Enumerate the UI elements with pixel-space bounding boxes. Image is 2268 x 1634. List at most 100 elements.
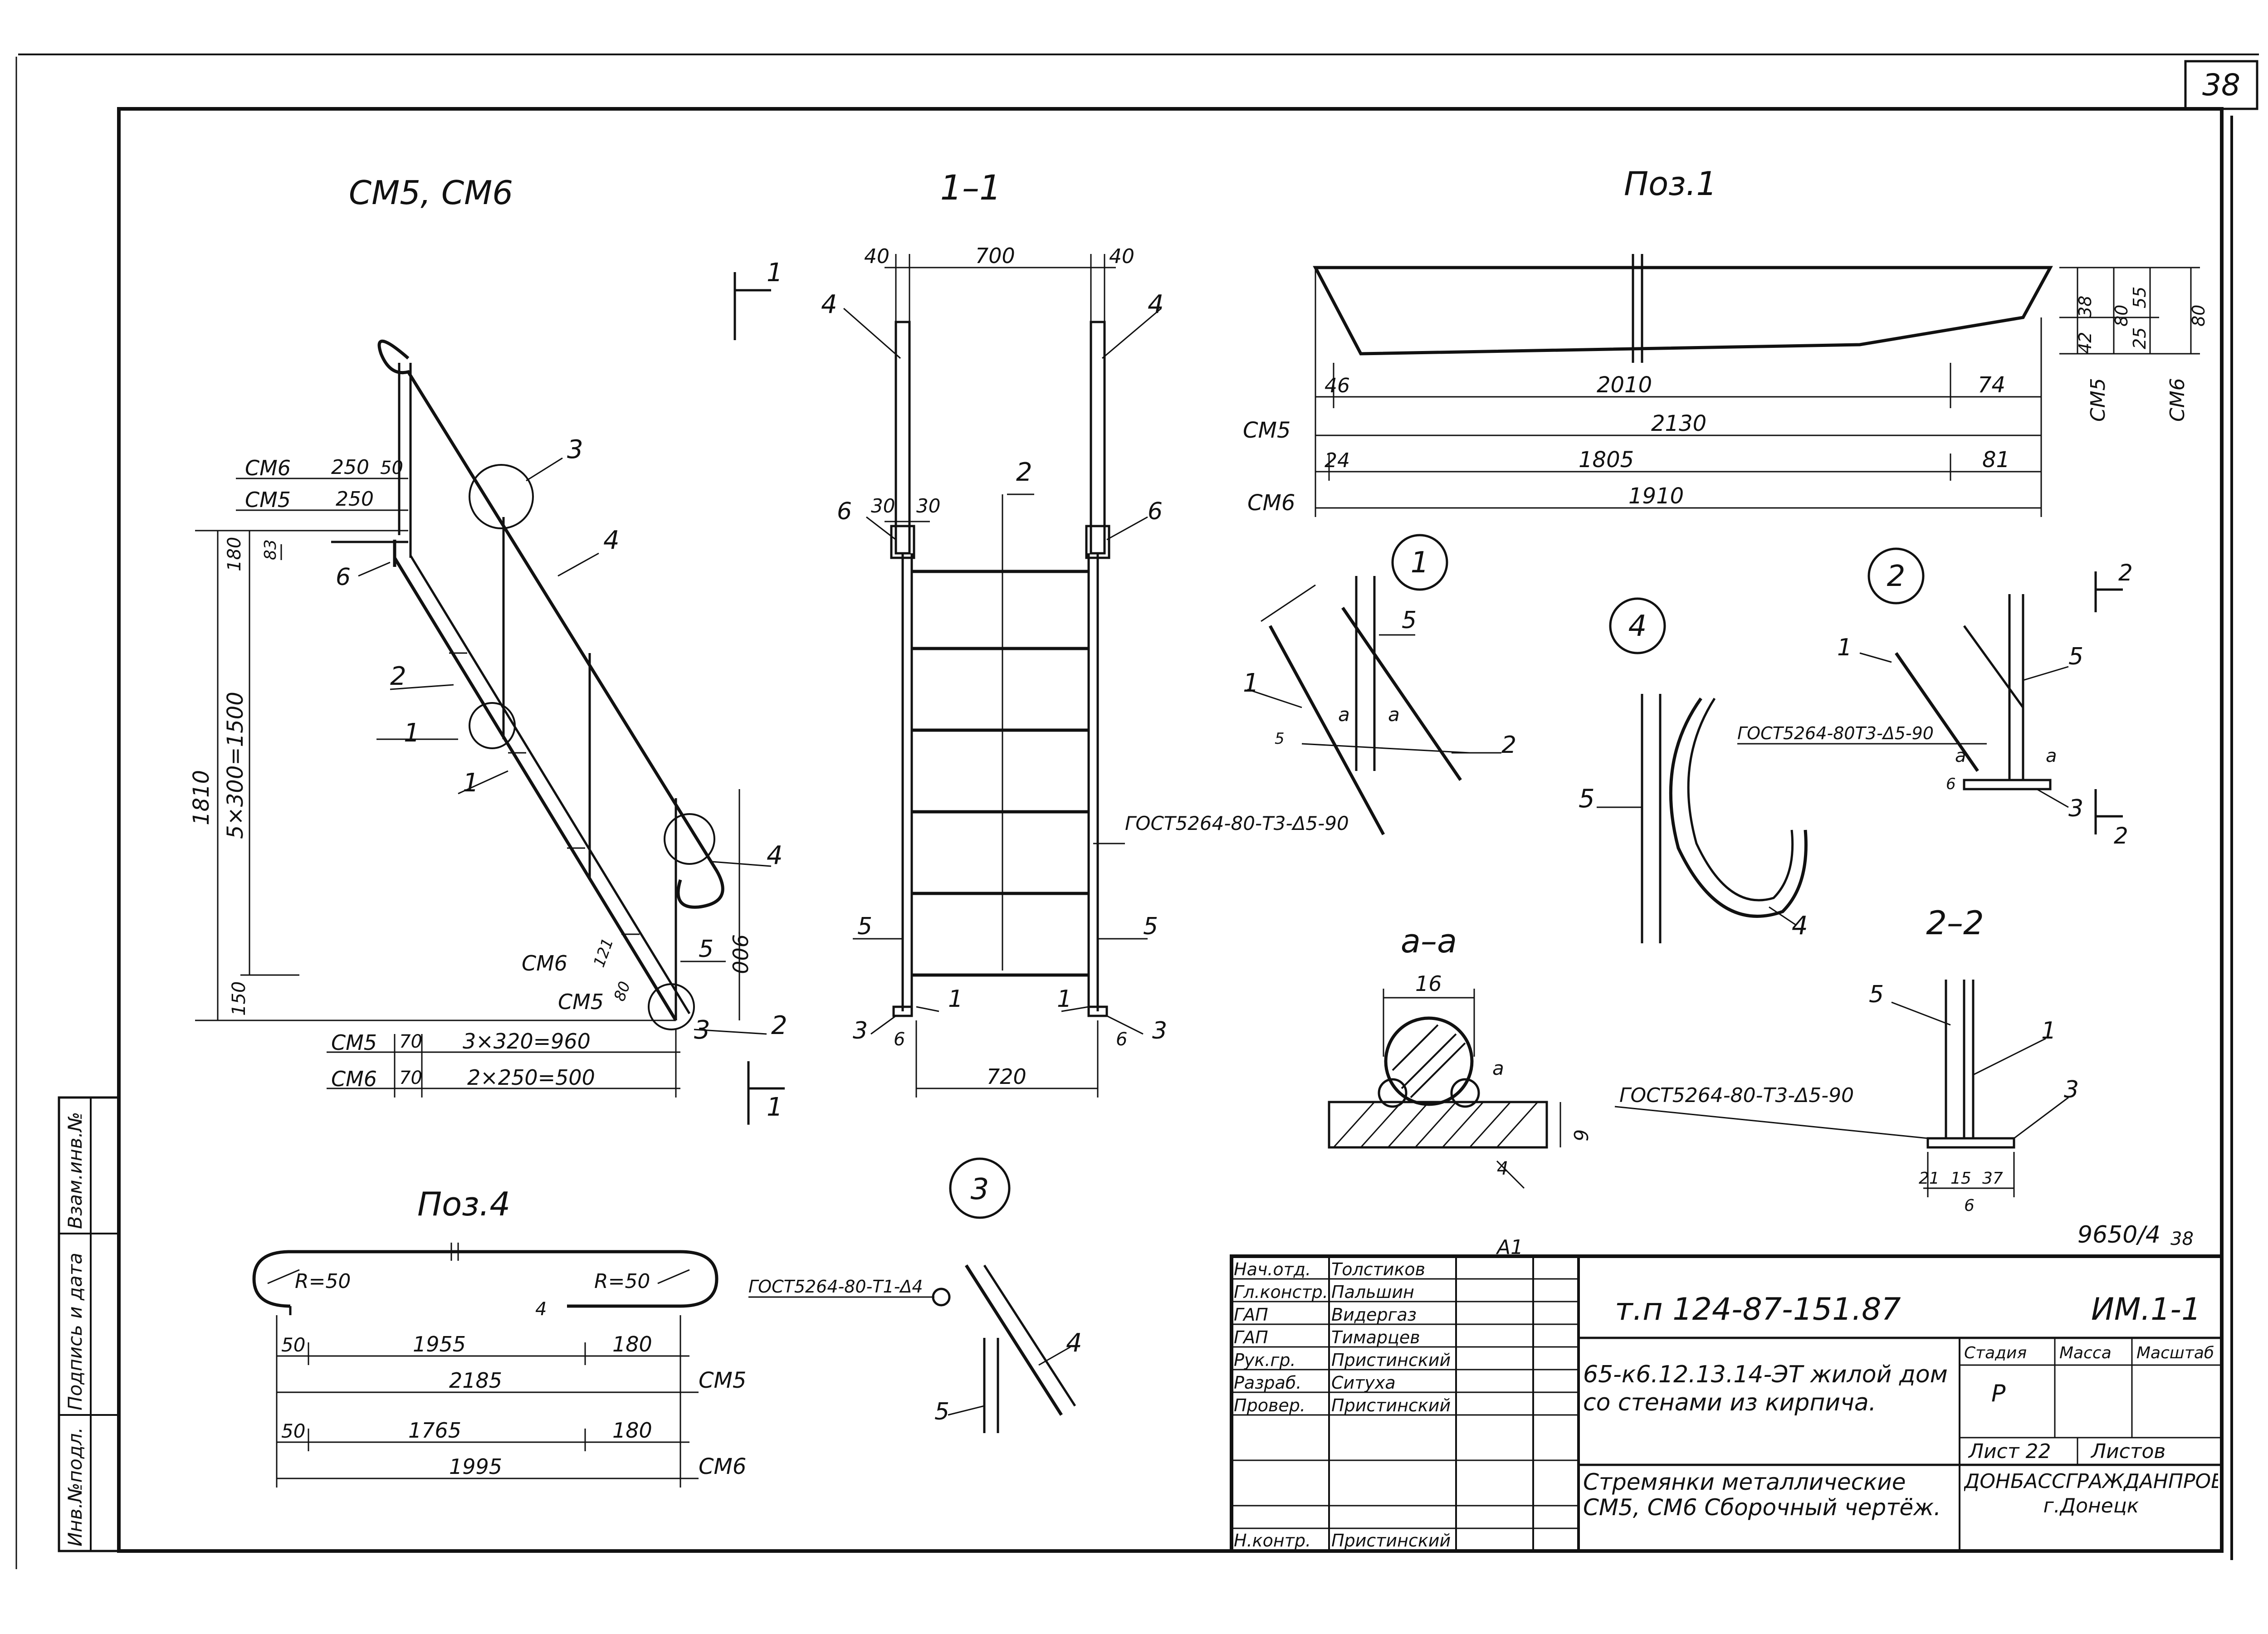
- section-2-2: [1614, 980, 2069, 1197]
- pos1-dim-74: 74: [1978, 372, 2005, 398]
- detail-1-a2: a: [1388, 703, 1400, 726]
- sec1-dim-40-right: 40: [1109, 245, 1134, 268]
- tb-name-9: Пристинский: [1331, 1531, 1451, 1551]
- dim-900: 900: [728, 934, 752, 974]
- side-pos-3: 3: [567, 435, 583, 464]
- pos1-view: [1313, 254, 2200, 517]
- pos4-title: Поз.4: [417, 1185, 510, 1223]
- sec1-dim-30-left: 30: [871, 495, 895, 517]
- section-aa-dim-a: a: [1492, 1057, 1504, 1079]
- tb-project-wrap: 65-к6.12.13.14-ЭТ жилой дом со стенами и…: [1583, 1361, 1948, 1416]
- tb-role-5: Разраб.: [1234, 1373, 1301, 1393]
- detail-2-pos-3: 3: [2068, 795, 2083, 822]
- detail-2-d6: 6: [1946, 775, 1956, 793]
- tb-project: 65-к6.12.13.14-ЭТ жилой дом со стенами и…: [1583, 1361, 1948, 1416]
- pos1-cm5: СМ5: [1243, 418, 1290, 443]
- detail-1-a1: a: [1338, 703, 1350, 726]
- tb-name-6: Пристинский: [1331, 1395, 1451, 1415]
- pos4-row1-c: 180: [612, 1332, 652, 1356]
- dim-cm6-top-value2: 50: [380, 458, 403, 478]
- pos4-view: [252, 1243, 719, 1488]
- detail-2-pos-1: 1: [1837, 634, 1852, 661]
- pos1-dim-42: 42: [2075, 332, 2095, 354]
- sec1-dim-30-right: 30: [916, 495, 940, 517]
- detail-2-pos-5: 5: [2068, 643, 2083, 670]
- pos4-row1-a: 50: [281, 1334, 305, 1356]
- archive-number: 9650/4: [2077, 1221, 2160, 1249]
- pos1-dim-2130: 2130: [1651, 411, 1706, 436]
- detail-1-pos-5: 5: [1402, 607, 1417, 634]
- side-pos-4: 4: [603, 526, 620, 555]
- detail-2-a1: a: [1955, 746, 1966, 766]
- pos4-row1-b: 1955: [413, 1332, 466, 1356]
- pos1-cm5-vertical: СМ5: [2087, 378, 2110, 422]
- tb-role-9: Н.контр.: [1234, 1531, 1311, 1551]
- dim-cm6-top-value: 250: [331, 456, 369, 479]
- pos1-dim-1910: 1910: [1628, 483, 1684, 509]
- tb-mark: ИМ.1-1: [2091, 1292, 2201, 1327]
- pos1-dim-55: 55: [2130, 287, 2150, 308]
- tb-name-1: Пальшин: [1331, 1282, 1414, 1302]
- detail-4-pos-5: 5: [1579, 784, 1595, 814]
- tb-name-3: Тимарцев: [1331, 1327, 1420, 1347]
- tb-code: т.п 124-87-151.87: [1615, 1292, 1901, 1327]
- section-22-pos-1: 1: [2041, 1017, 2056, 1044]
- pos4-r-left: R=50: [295, 1270, 351, 1293]
- section-1-1-title: 1–1: [940, 167, 1002, 208]
- side-pos-2b: 2: [771, 1011, 787, 1040]
- dim-5x300: 5×300=1500: [223, 692, 248, 839]
- pos1-dim-80b: 80: [2189, 305, 2209, 327]
- detail-4-pos-4: 4: [1792, 911, 1808, 941]
- sec1-pos-4-right: 4: [1148, 290, 1164, 319]
- tb-sheet-header: Лист 22: [1968, 1440, 2051, 1463]
- tb-role-3: ГАП: [1234, 1327, 1268, 1347]
- tb-scale-header: Масштаб: [2136, 1344, 2214, 1362]
- dim-180: 180: [224, 537, 245, 571]
- pos4-row2-total: 2185: [449, 1368, 502, 1393]
- archive-sheet: 38: [2170, 1229, 2194, 1249]
- tb-org: ДОНБАССГРАЖДАНПРОЕКТ г.Донецк: [1964, 1470, 2218, 1517]
- detail-1-d5: 5: [1275, 730, 1285, 748]
- side-pos-6: 6: [336, 564, 351, 591]
- detail-3: [748, 1157, 1076, 1433]
- pos4-row3-c: 180: [612, 1418, 652, 1443]
- pos4-row4-total: 1995: [449, 1454, 502, 1479]
- side-pos-2: 2: [390, 662, 406, 691]
- dim-cm5-bottom: СМ5: [558, 990, 604, 1014]
- tb-top-mark: А1: [1496, 1236, 1523, 1259]
- tb-stage-header: Стадия: [1964, 1344, 2027, 1362]
- tb-name-4: Пристинский: [1331, 1350, 1451, 1370]
- side-pos-5: 5: [699, 936, 714, 963]
- dim-cm6-row-value: 2×250=500: [467, 1065, 595, 1090]
- section-aa-dim-6: 6: [1569, 1129, 1592, 1141]
- sec1-dim-720: 720: [987, 1064, 1026, 1089]
- detail-3-pos-5: 5: [934, 1398, 949, 1425]
- dim-cm6-top-label: СМ6: [245, 456, 291, 480]
- cut-mark-2-top: 2: [2118, 560, 2133, 586]
- sheet-number: 38: [2202, 68, 2240, 102]
- pos4-row4-mark: СМ6: [699, 1454, 746, 1479]
- sec1-dim-6-left: 6: [894, 1029, 905, 1050]
- detail-4-callout: 4: [1628, 610, 1647, 643]
- section-22-dim-6: 6: [1964, 1196, 1975, 1215]
- stamp-podpis: Подпись и дата: [64, 1253, 86, 1410]
- sec1-pos-1-right: 1: [1057, 985, 1072, 1013]
- detail-4: [1597, 597, 1808, 943]
- dim-cm6-row-label: СМ6: [331, 1067, 377, 1091]
- dim-cm5-top-label: СМ5: [245, 488, 291, 512]
- section-22-dim-21: 21: [1919, 1169, 1940, 1188]
- detail-3-callout: 3: [971, 1173, 989, 1206]
- section-aa-dim-16: 16: [1415, 971, 1442, 996]
- tb-role-6: Провер.: [1234, 1395, 1305, 1415]
- dim-cm5-top-value: 250: [336, 488, 374, 511]
- dim-cm6-bottom: СМ6: [522, 951, 567, 976]
- tb-name-2: Видергаз: [1331, 1305, 1417, 1325]
- detail-2: [1737, 547, 2123, 834]
- tb-mass-header: Масса: [2059, 1344, 2112, 1362]
- dim-cm6-row-70: 70: [399, 1068, 422, 1088]
- tb-role-4: Рук.гр.: [1234, 1350, 1296, 1370]
- section-1-1: [843, 254, 1162, 1097]
- sec1-pos-5-right: 5: [1143, 913, 1158, 940]
- section-2-2-title: 2–2: [1926, 904, 1984, 942]
